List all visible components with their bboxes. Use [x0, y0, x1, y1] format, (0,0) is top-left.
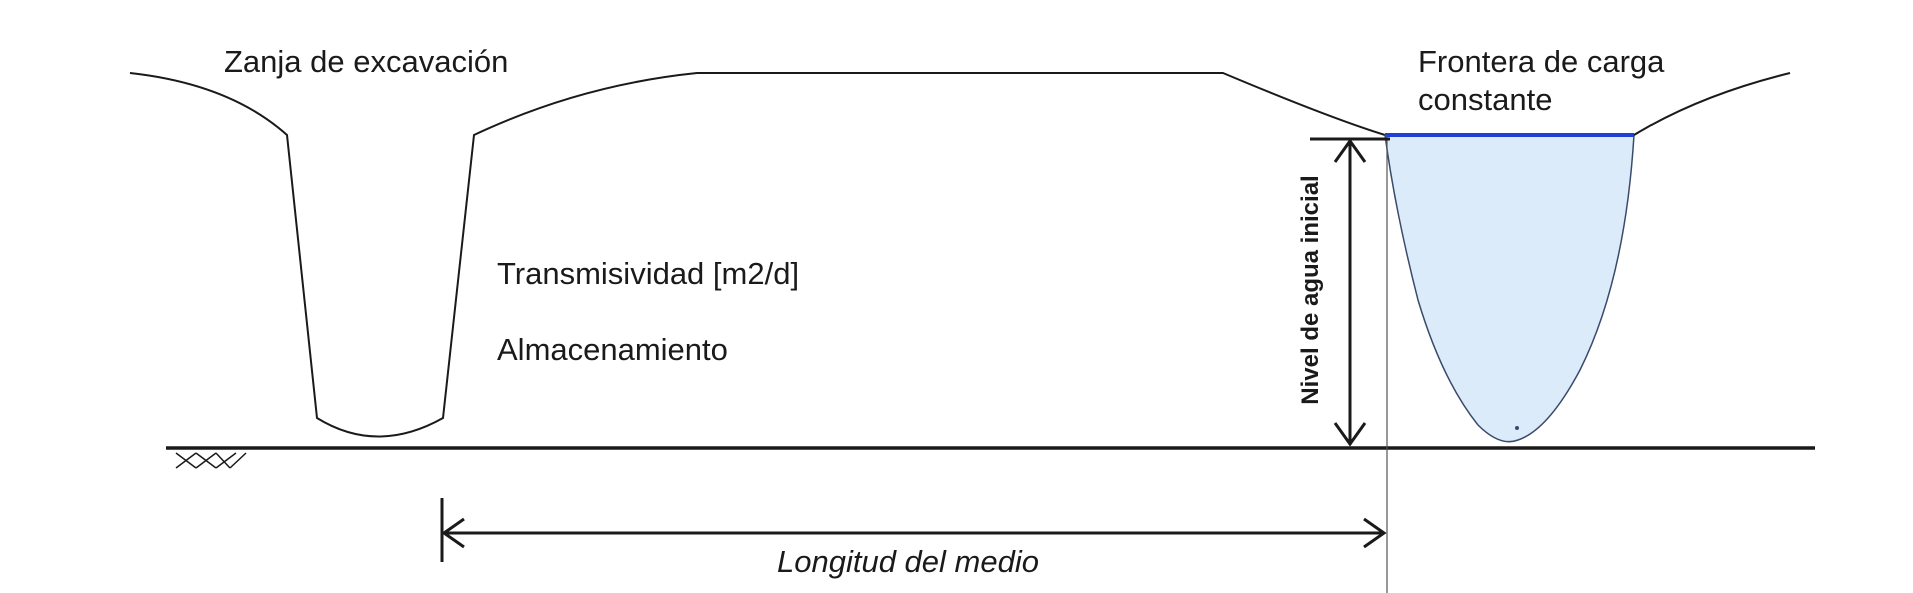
- length-arrow-head-left: [441, 517, 465, 549]
- water-level-arrow-head-bottom: [1333, 422, 1367, 447]
- trench-label: Zanja de excavación: [224, 44, 508, 79]
- water-dot: [1515, 426, 1519, 430]
- boundary-label-line2: constante: [1418, 82, 1552, 117]
- initial-water-level-label: Nivel de agua inicial: [1297, 175, 1324, 404]
- water-body: [1384, 134, 1635, 443]
- boundary-label-line1: Frontera de carga: [1418, 44, 1665, 79]
- storage-label: Almacenamiento: [497, 332, 728, 367]
- ground-surface-left: [129, 72, 1386, 438]
- ground-surface-right: [1633, 72, 1791, 136]
- water-level-arrow-head-top: [1333, 138, 1367, 163]
- length-arrow-head-right: [1363, 517, 1387, 549]
- medium-length-label: Longitud del medio: [777, 544, 1039, 579]
- hatch-symbol: [175, 452, 247, 469]
- transmissivity-label: Transmisividad [m2/d]: [497, 256, 799, 291]
